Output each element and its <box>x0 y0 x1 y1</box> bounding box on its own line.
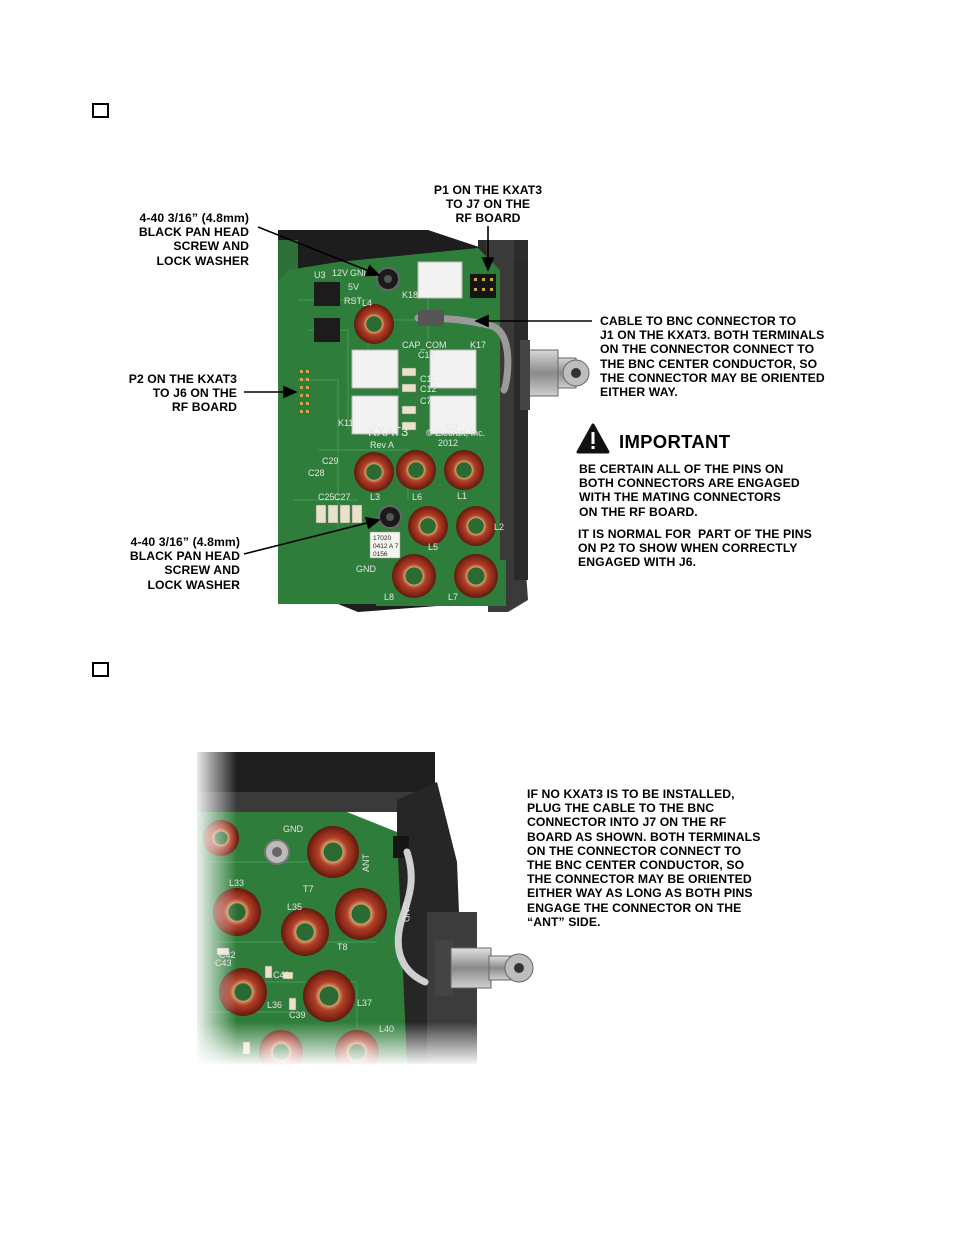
silk-label: GND <box>356 564 377 574</box>
silk-label: C29 <box>322 456 339 466</box>
board-silk-vendor: © Elecraft, Inc. <box>426 428 485 438</box>
silk-label: L6 <box>412 492 422 502</box>
silk-label: RST <box>344 296 363 306</box>
silk-label: L4 <box>362 298 372 308</box>
step-checkbox-2[interactable] <box>92 662 109 677</box>
board-silk-rev: Rev A <box>370 440 394 450</box>
silk-label: L2 <box>494 522 504 532</box>
silk-label: L33 <box>229 878 244 888</box>
silk-label: ANT <box>361 853 371 872</box>
rf-board-illustration: GND L33 T7 L35 T8 ANT GND C42 C43 C41 L3… <box>197 752 535 1064</box>
silk-label: C11 <box>420 374 436 384</box>
silk-label: GND <box>283 824 304 834</box>
label-p1-connector: P1 ON THE KXAT3 TO J7 ON THE RF BOARD <box>433 183 543 226</box>
label-screw-bottom: 4-40 3/16” (4.8mm) BLACK PAN HEAD SCREW … <box>129 535 240 592</box>
silk-label: L40 <box>379 1024 394 1034</box>
important-text-pins-engaged: BE CERTAIN ALL OF THE PINS ON BOTH CONNE… <box>579 462 800 519</box>
label-screw-top: 4-40 3/16” (4.8mm) BLACK PAN HEAD SCREW … <box>138 211 249 268</box>
silk-label: L37 <box>357 998 372 1008</box>
sticker-line: 0156 <box>373 551 388 558</box>
silk-label: L8 <box>384 592 394 602</box>
sticker-line: 0412 A 7 <box>373 543 399 550</box>
silk-label: GND <box>401 902 411 923</box>
silk-label: GND <box>350 268 371 278</box>
silk-label: C41 <box>273 970 290 980</box>
silk-label: CAP_COM <box>402 340 447 350</box>
silk-label: C43 <box>215 958 232 968</box>
important-heading: IMPORTANT <box>619 431 731 452</box>
silk-label: K17 <box>470 340 486 350</box>
silk-label: L36 <box>267 1000 282 1010</box>
silk-label: L7 <box>448 592 458 602</box>
board-silk-name: KXAT3 <box>368 424 408 439</box>
silk-label: C9 <box>446 422 458 432</box>
silk-label: C14 <box>418 350 435 360</box>
silk-label: C25 <box>318 492 335 502</box>
silk-label: C12 <box>420 384 437 394</box>
silk-label: 12V <box>332 268 348 278</box>
silk-label: K18 <box>402 290 418 300</box>
silk-label: C27 <box>334 492 351 502</box>
board-silk-year: 2012 <box>438 438 458 448</box>
silk-label: L1 <box>457 491 467 501</box>
silk-label: C39 <box>289 1010 306 1020</box>
sticker-line: 17020 <box>373 535 391 542</box>
label-cable-bnc: CABLE TO BNC CONNECTOR TO J1 ON THE KXAT… <box>600 314 825 400</box>
label-p2-connector: P2 ON THE KXAT3 TO J6 ON THE RF BOARD <box>128 372 237 415</box>
important-text-p2-pins: IT IS NORMAL FOR PART OF THE PINS ON P2 … <box>578 527 812 570</box>
step-checkbox-1[interactable] <box>92 103 109 118</box>
label-no-kxat3: IF NO KXAT3 IS TO BE INSTALLED, PLUG THE… <box>527 787 761 929</box>
silk-label: L5 <box>428 542 438 552</box>
silk-label: 5V <box>348 282 359 292</box>
silk-label: L35 <box>287 902 302 912</box>
silk-label: C7 <box>420 396 432 406</box>
silk-label: C28 <box>308 468 325 478</box>
silk-label: T7 <box>303 884 314 894</box>
silk-label: U3 <box>314 270 326 280</box>
silk-label: C42 <box>219 950 236 960</box>
silk-label: L3 <box>370 492 380 502</box>
rf-board-bnc-photo: GND L33 T7 L35 T8 ANT GND C42 C43 C41 L3… <box>197 752 535 1064</box>
silk-label: T8 <box>337 942 348 952</box>
silk-label: K11 <box>338 418 353 428</box>
